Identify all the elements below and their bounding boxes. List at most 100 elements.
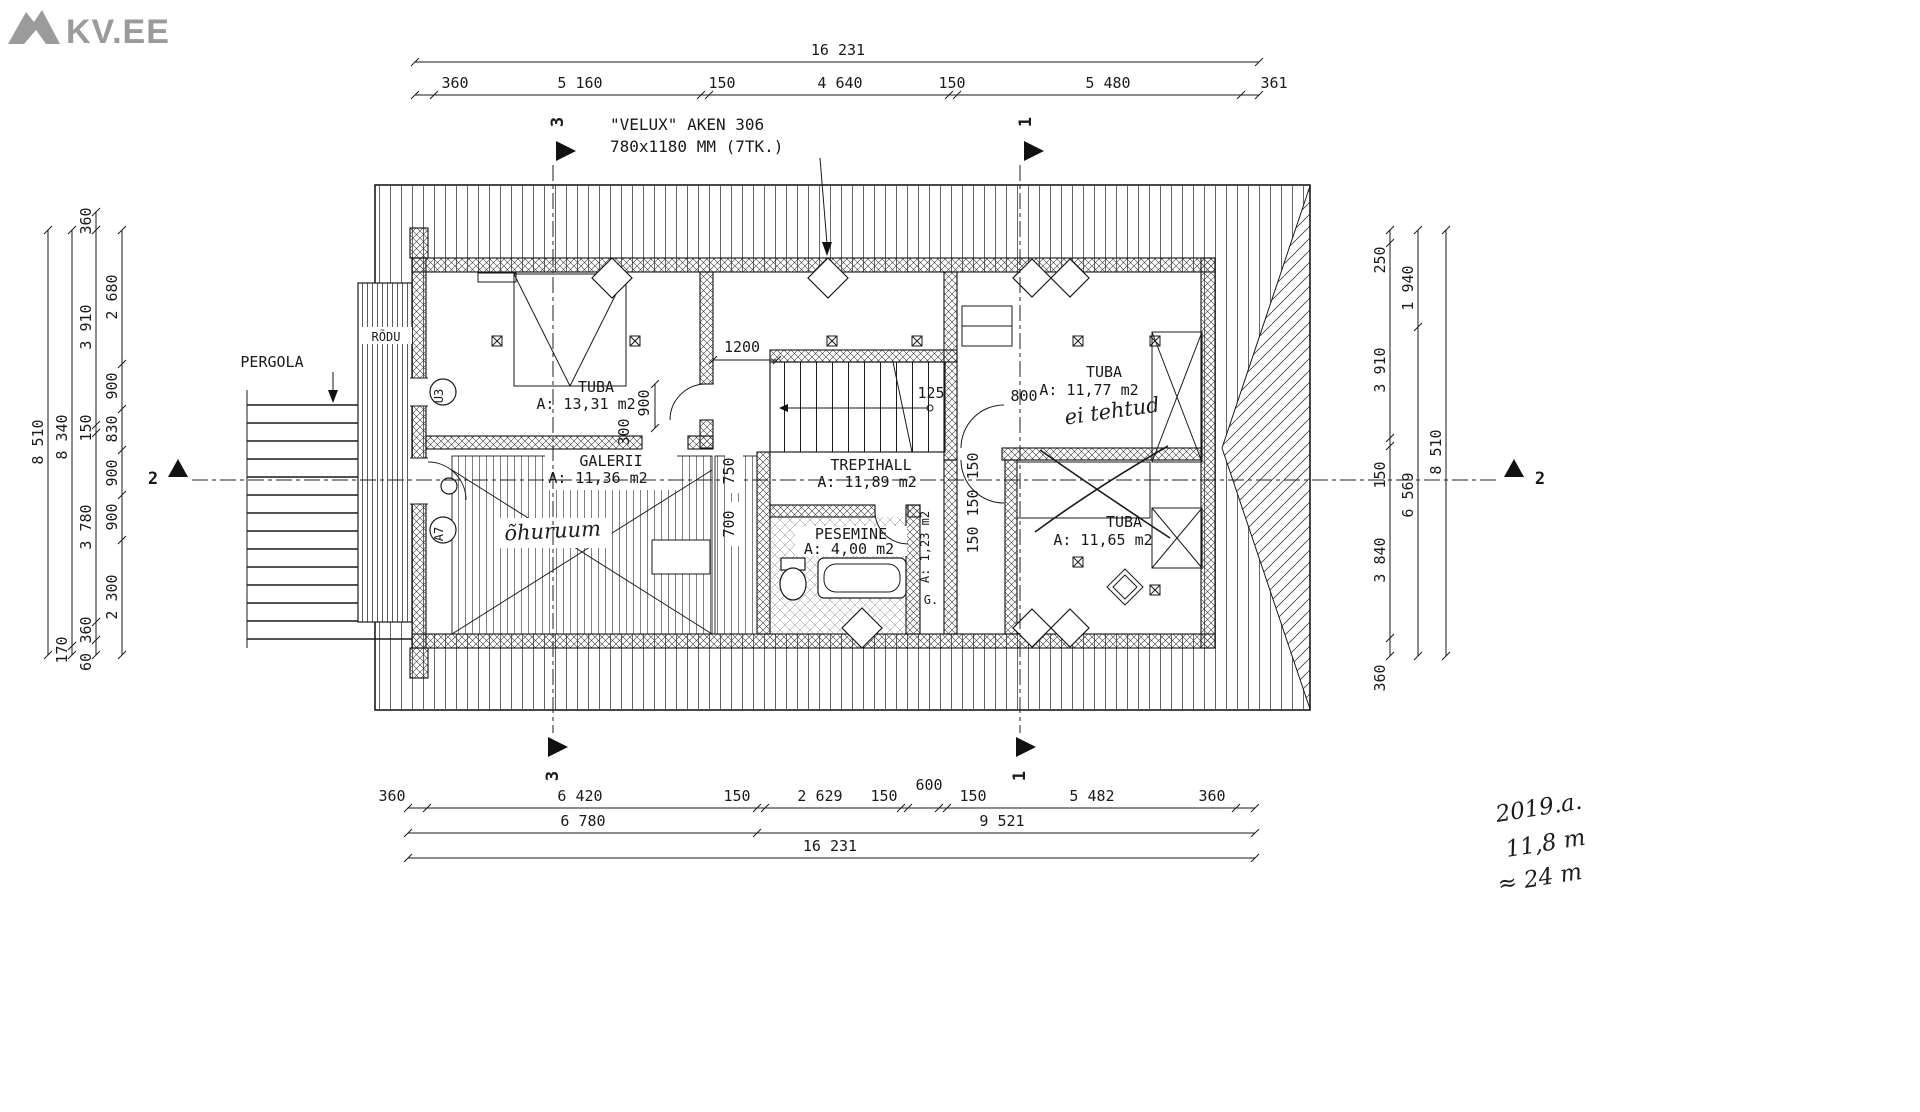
small-tag-circle xyxy=(440,477,458,495)
wall-right xyxy=(1200,257,1216,649)
dim: 125 xyxy=(917,384,944,402)
dim: 5 480 xyxy=(1085,74,1130,92)
dim-chain-right-inner xyxy=(1385,225,1395,661)
dim: 3 840 xyxy=(1371,537,1389,582)
dim-chain-left-mid xyxy=(91,207,101,660)
label-rodu: RÕDU xyxy=(372,329,401,344)
section-label-2-right: 2 xyxy=(1535,469,1545,489)
section-axes xyxy=(192,165,1500,733)
pesemine-label-backing xyxy=(795,526,907,556)
wall-openings xyxy=(410,377,428,505)
dim-chain-bottom2 xyxy=(403,828,1260,838)
velux-arrow-icon xyxy=(822,242,832,256)
dim: 150 xyxy=(870,787,897,805)
stair-arrow-icon xyxy=(779,404,788,412)
dim: 150 xyxy=(708,74,735,92)
wall-stub-bottom xyxy=(409,647,429,679)
room-name-pesemine: PESEMINE xyxy=(815,525,887,543)
room-area-trepihall: A: 11,89 m2 xyxy=(817,473,916,491)
dim: 360 xyxy=(77,207,95,234)
handwritten-line2: 11,8 m xyxy=(1504,825,1587,863)
room-labels: TUBA A: 13,31 m2 TUBA A: 11,77 m2 TUBA A… xyxy=(536,363,1152,607)
dim: 9 521 xyxy=(979,812,1024,830)
wall-bottom xyxy=(411,633,1216,649)
dim: 150 xyxy=(964,452,982,479)
room-area-galerii: A: 11,36 m2 xyxy=(548,469,647,487)
wardrobe-bottom-right xyxy=(1151,507,1203,569)
dim: 700 xyxy=(720,510,738,537)
section-marker-icon xyxy=(548,737,568,757)
wall-bath-left xyxy=(756,451,771,635)
velux-note: "VELUX" AKEN 306 780x1180 MM (7TK.) xyxy=(610,115,832,256)
wall-gallery-b xyxy=(687,435,714,450)
dim-chain-left-outer xyxy=(67,225,77,660)
hip-line-top xyxy=(1221,185,1311,449)
wall-stub-top xyxy=(409,227,429,259)
dim: 900 xyxy=(103,372,121,399)
dim-chain-bottom1 xyxy=(403,803,1260,813)
room-area-niche: A: 1,23 m2 xyxy=(918,511,932,583)
bathtub-icon xyxy=(817,557,907,599)
dim-right-total: 8 510 xyxy=(1427,429,1445,474)
dim-chain-left-inner xyxy=(117,225,127,660)
dim-chain-right-total xyxy=(1441,225,1451,661)
tag-a7: A7 xyxy=(432,527,446,541)
dim: 3 910 xyxy=(1371,347,1389,392)
dim-chain-corridor xyxy=(708,355,782,365)
room-name-galerii: GALERII xyxy=(579,452,642,470)
dim-top-total: 16 231 xyxy=(811,41,865,59)
dim: 300 xyxy=(615,418,633,445)
pergola-arrow-icon xyxy=(328,390,338,403)
dim: 150 xyxy=(77,414,95,441)
dim: 3 780 xyxy=(77,504,95,549)
dim: 250 xyxy=(1371,246,1389,273)
dim: 360 xyxy=(441,74,468,92)
dim: 150 xyxy=(1371,461,1389,488)
gallery-furniture xyxy=(651,539,711,575)
door-arc xyxy=(874,510,909,545)
roof-window-icon xyxy=(1012,258,1052,298)
handwritten-line1: 2019.a. xyxy=(1493,789,1584,828)
wardrobe-top-right xyxy=(1151,331,1203,463)
window-tag-circle xyxy=(429,378,457,406)
door-arc xyxy=(960,459,1005,504)
dim-chain-door xyxy=(650,379,660,433)
door-arc xyxy=(427,461,467,501)
roof-window-icon xyxy=(1050,258,1090,298)
dim-chain-top-total xyxy=(410,57,1264,67)
room-area-tuba2: A: 11,77 m2 xyxy=(1039,381,1138,399)
dim: 150 xyxy=(964,489,982,516)
furniture xyxy=(477,272,1203,606)
dim: 360 xyxy=(1198,787,1225,805)
handwritten-line3: ≈ 24 m xyxy=(1496,859,1584,898)
rotated-table xyxy=(1106,568,1144,606)
dim: 1200 xyxy=(724,338,760,356)
dim: 830 xyxy=(103,415,121,442)
dim: 60 xyxy=(77,653,95,671)
toilet-icon xyxy=(779,567,807,601)
boxed-x-icon xyxy=(491,335,1161,596)
walls xyxy=(409,227,1216,679)
dim: 4 640 xyxy=(817,74,862,92)
label-pergola: PERGOLA xyxy=(240,353,303,371)
roof-window-icon xyxy=(841,607,883,649)
kv-logo[interactable]: KV.EE xyxy=(8,10,170,51)
bathroom xyxy=(770,517,907,634)
dim-chain-bottom-total xyxy=(403,853,1260,863)
dim: 900 xyxy=(635,389,653,416)
dim: 900 xyxy=(103,503,121,530)
dim: 800 xyxy=(1010,387,1037,405)
dim-chain-right-mid xyxy=(1413,225,1423,661)
door-arc xyxy=(669,383,707,421)
dim: 6 420 xyxy=(557,787,602,805)
door-tag-circle xyxy=(429,516,457,544)
door-arc xyxy=(960,404,1005,449)
hip-line-bottom xyxy=(1221,447,1311,710)
dim: 360 xyxy=(378,787,405,805)
crossed-out-closet xyxy=(1016,461,1151,519)
ohuruum-label-backing xyxy=(500,518,612,548)
handwritten-notes: 2019.a. 11,8 m ≈ 24 m xyxy=(1493,789,1587,898)
section-marker-icon xyxy=(1504,459,1524,477)
velux-note-line1: "VELUX" AKEN 306 xyxy=(610,115,764,134)
